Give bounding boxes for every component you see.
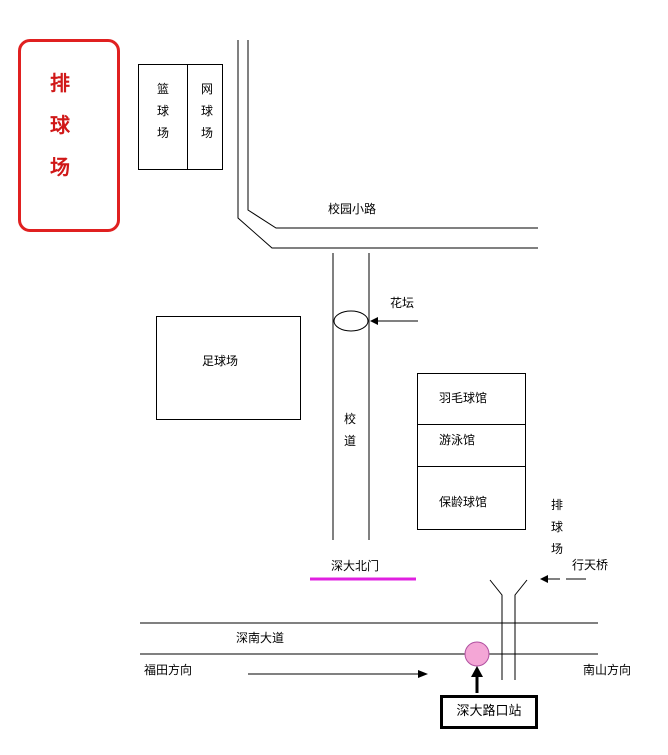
venue-label-char-1: 排球场	[45, 62, 75, 188]
venue-label: 排球场	[50, 71, 70, 179]
swimming-hall-label: 游泳馆	[439, 433, 476, 447]
side-venue-label: 排球场	[550, 498, 563, 556]
footbridge-label: 行天桥	[572, 558, 609, 572]
venue-box	[18, 39, 120, 232]
basketball-court-label: 篮球场	[156, 82, 169, 140]
main-road-label: 深南大道	[236, 631, 285, 645]
campus-road-label: 校园小路	[324, 202, 381, 216]
courts-block	[138, 64, 223, 170]
bus-stop-marker	[464, 641, 490, 667]
bus-stop-box: 深大路口站	[440, 695, 538, 729]
bowling-hall-label: 保龄球馆	[439, 495, 488, 509]
tennis-court-label: 网球场	[200, 82, 213, 140]
direction-arrow-head	[418, 670, 428, 678]
direction-right-label: 南山方向	[583, 663, 632, 677]
sports-divider-2	[417, 466, 526, 467]
school-road-label: 校道	[343, 412, 356, 448]
flower-bed-label: 花坛	[390, 296, 415, 310]
south-road-right-edge-a	[514, 579, 528, 680]
sports-buildings-block	[417, 373, 526, 530]
south-road-left-edge-a	[489, 579, 503, 680]
courts-divider	[187, 64, 188, 170]
campus-road-inner-edge	[247, 40, 538, 229]
north-gate-label: 深大北门	[331, 559, 380, 573]
flower-bed-arrow-head	[370, 317, 378, 325]
football-field-block	[156, 316, 301, 420]
campus-road-outer-edge	[237, 40, 538, 249]
football-field-label: 足球场	[202, 354, 239, 368]
bus-stop-label: 深大路口站	[456, 704, 522, 719]
direction-left-label: 福田方向	[144, 663, 193, 677]
sports-divider-1	[417, 424, 526, 425]
bus-stop-arrow-head	[471, 666, 483, 677]
flower-bed-shape	[333, 310, 369, 332]
badminton-hall-label: 羽毛球馆	[439, 391, 488, 405]
footbridge-arrow-head	[540, 575, 548, 583]
